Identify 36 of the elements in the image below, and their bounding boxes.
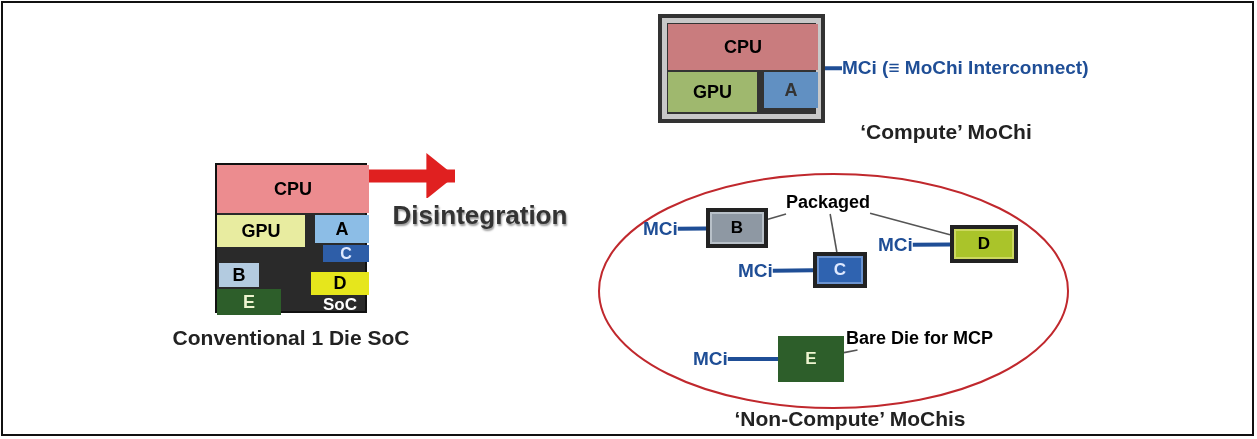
interconnect-label: MCi bbox=[738, 259, 773, 283]
bare-die: E bbox=[778, 336, 844, 382]
connector-line bbox=[727, 357, 778, 361]
packaged-chip: D bbox=[950, 225, 1018, 263]
connector-line bbox=[825, 66, 842, 71]
chip-package bbox=[658, 14, 825, 123]
soc-die bbox=[215, 163, 367, 313]
die-block: CPU bbox=[668, 24, 818, 70]
interconnect-label: MCi bbox=[643, 217, 678, 241]
interconnect-label: MCi bbox=[693, 347, 728, 371]
leader-line bbox=[843, 349, 859, 354]
die-block: A bbox=[315, 215, 369, 243]
leader-line bbox=[829, 213, 838, 253]
die-block: E bbox=[217, 289, 281, 315]
leader-line bbox=[869, 212, 951, 236]
die-block: B bbox=[219, 263, 259, 287]
die-block: D bbox=[311, 272, 369, 295]
die-block: CPU bbox=[217, 165, 369, 213]
annotation-label: Bare Die for MCP bbox=[846, 326, 994, 350]
interconnect-label: MCi (≡ MoChi Interconnect) bbox=[842, 54, 1089, 82]
annotation-label: Packaged bbox=[786, 190, 871, 214]
die-block: GPU bbox=[217, 215, 305, 247]
node-label: ‘Non-Compute’ MoChis bbox=[733, 406, 967, 432]
connector-line bbox=[772, 268, 814, 273]
leader-line bbox=[767, 213, 787, 220]
block-label: SoC bbox=[322, 296, 358, 313]
node-label: Conventional 1 Die SoC bbox=[171, 325, 411, 351]
die-block: GPU bbox=[668, 72, 757, 112]
connector-line bbox=[912, 242, 951, 247]
die-block: A bbox=[764, 72, 818, 108]
interconnect-label: MCi bbox=[878, 233, 913, 257]
die-block: C bbox=[323, 245, 369, 262]
node-label: ‘Compute’ MoChi bbox=[859, 119, 1033, 145]
connector-line bbox=[677, 226, 707, 231]
packaged-chip: B bbox=[706, 208, 768, 248]
packaged-chip: C bbox=[813, 252, 867, 288]
